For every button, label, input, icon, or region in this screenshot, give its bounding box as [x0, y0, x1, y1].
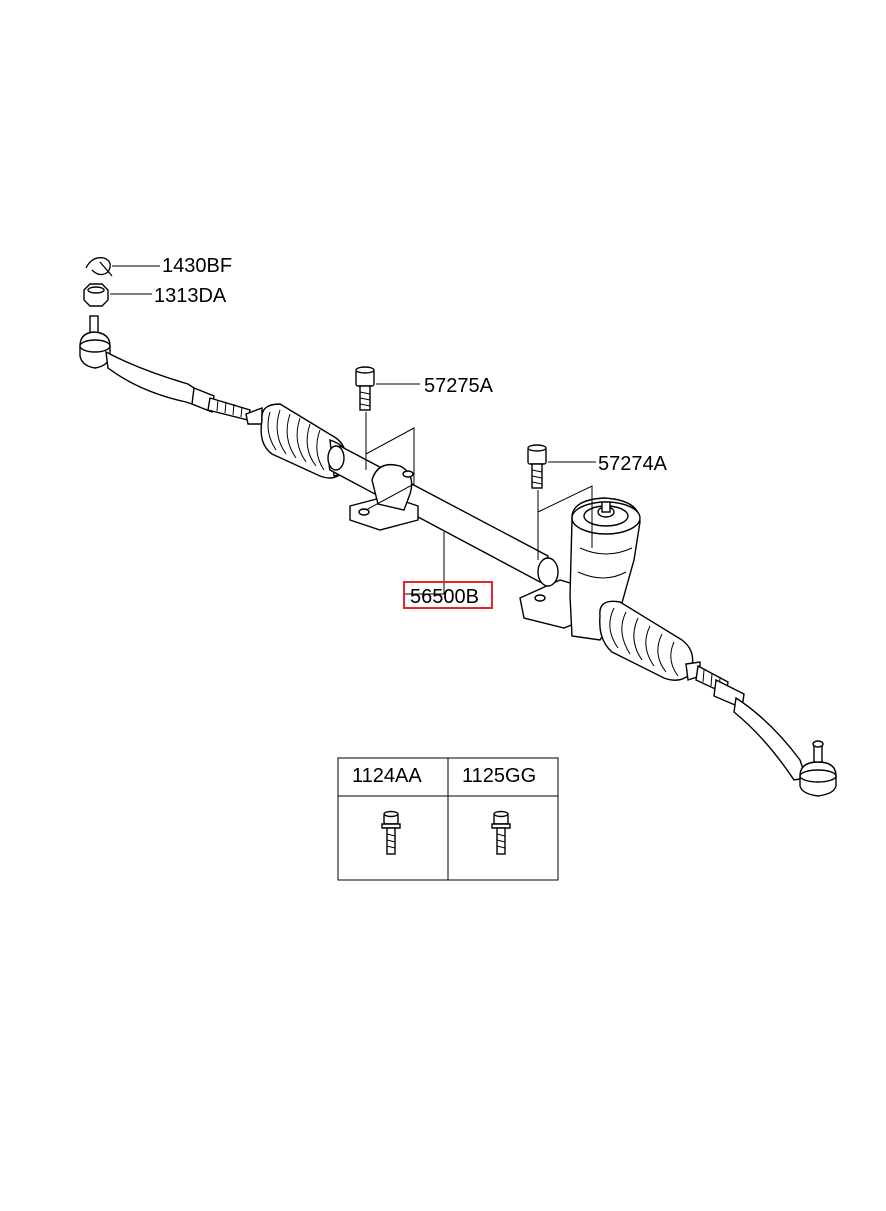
bolt-57274a[interactable] [527, 444, 547, 489]
label-56500b[interactable]: 56500B [410, 586, 479, 608]
cotter-pin[interactable] [85, 257, 113, 277]
leader-lines [110, 265, 596, 595]
castle-nut[interactable] [83, 283, 109, 307]
right-tie-rod-end[interactable] [695, 664, 837, 797]
label-56500b-highlighted[interactable]: 56500B [403, 581, 493, 609]
left-mount-clamp[interactable] [349, 463, 419, 531]
bolt-1125gg-icon[interactable] [491, 810, 511, 855]
bolt-1124aa-icon[interactable] [381, 810, 401, 855]
bolt-57275a[interactable] [355, 366, 375, 411]
label-1430bf[interactable]: 1430BF [162, 255, 232, 277]
right-boot[interactable] [599, 600, 701, 681]
table-header-1124aa[interactable]: 1124AA [352, 765, 422, 787]
pinion-housing[interactable] [519, 497, 641, 641]
table-header-1125gg[interactable]: 1125GG [462, 765, 536, 787]
left-tie-rod-end[interactable] [79, 315, 251, 421]
label-57274a[interactable]: 57274A [598, 453, 668, 475]
label-57275a[interactable]: 57275A [424, 375, 494, 397]
fastener-table: 1124AA 1125GG [337, 757, 559, 881]
label-1313da[interactable]: 1313DA [154, 285, 227, 307]
